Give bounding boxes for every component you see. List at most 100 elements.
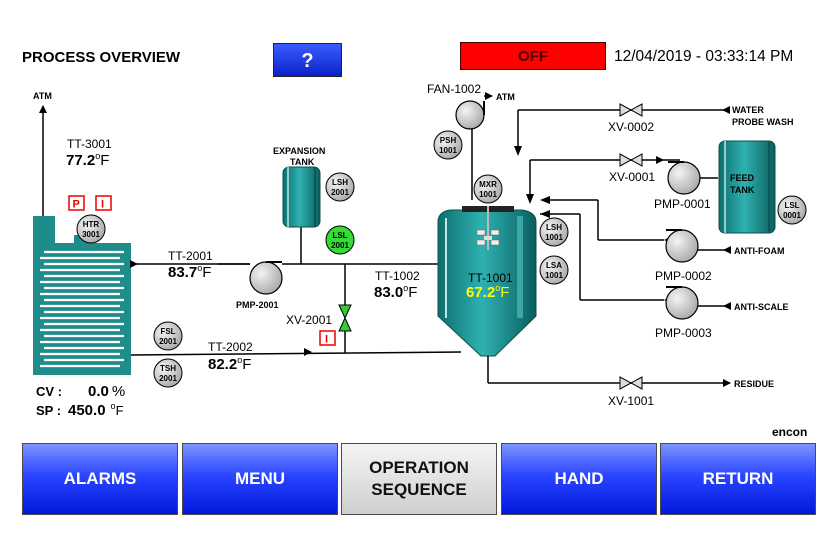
operation-sequence-button-label: OPERATION SEQUENCE [369, 458, 469, 499]
svg-text:2001: 2001 [159, 337, 177, 346]
tt-1001-tag: TT-1001 [468, 271, 513, 285]
xv-1001-valve[interactable] [619, 376, 643, 390]
pid-i-tag[interactable] [95, 195, 112, 211]
brand-logo: encon [772, 425, 808, 439]
heater-tank: ATM TT-3001 77.2oF P I HTR 3001 [33, 91, 183, 419]
probe-wash-label: PROBE WASH [732, 117, 794, 127]
hand-button-label: HAND [554, 469, 604, 488]
xv-2001-interlock-tag[interactable] [319, 330, 336, 346]
lsl-2001-instrument[interactable]: LSL 2001 [325, 225, 355, 255]
tt-3001-value[interactable]: 77.2oF [66, 151, 109, 169]
system-status-indicator[interactable]: OFF [460, 42, 606, 70]
svg-text:PSH: PSH [440, 136, 457, 145]
svg-text:2001: 2001 [331, 241, 349, 250]
xv-0001-label: XV-0001 [609, 170, 655, 184]
tt-1001-value[interactable]: 67.2oF [466, 283, 509, 301]
svg-text:2001: 2001 [331, 188, 349, 197]
page-title: PROCESS OVERVIEW [22, 49, 181, 66]
menu-button[interactable]: MENU [182, 443, 338, 515]
feed-piping [517, 109, 730, 307]
fsl-2001-instrument[interactable]: FSL 2001 [153, 321, 183, 351]
svg-text:1001: 1001 [545, 271, 563, 280]
svg-text:LSH: LSH [332, 178, 348, 187]
pmp-2001-pump[interactable] [249, 261, 283, 295]
svg-text:1001: 1001 [439, 146, 457, 155]
svg-text:0001: 0001 [783, 211, 801, 220]
svg-text:TANK: TANK [290, 157, 315, 167]
fan-1002[interactable] [455, 100, 485, 130]
tt-3001-tag: TT-3001 [67, 137, 112, 151]
anti-scale-label: ANTI-SCALE [734, 302, 789, 312]
process-diagram: ATM TT-3001 77.2oF P I HTR 3001 [33, 82, 807, 419]
mxr-1001-instrument[interactable]: MXR 1001 [473, 174, 503, 204]
return-button-label: RETURN [702, 469, 774, 488]
pmp-0003-label: PMP-0003 [655, 326, 712, 340]
pmp-0002-label: PMP-0002 [655, 269, 712, 283]
svg-text:TSH: TSH [160, 364, 176, 373]
xv-0001-valve[interactable] [619, 153, 643, 167]
svg-text:2001: 2001 [159, 374, 177, 383]
lsh-1001-instrument[interactable]: LSH 1001 [539, 217, 569, 247]
tt-1002-value[interactable]: 83.0oF [374, 283, 417, 301]
svg-text:P: P [73, 199, 80, 211]
svg-text:LSA: LSA [546, 261, 562, 270]
xv-0002-valve[interactable] [619, 103, 643, 117]
xv-2001-label: XV-2001 [286, 313, 332, 327]
lsa-1001-instrument[interactable]: LSA 1001 [539, 255, 569, 285]
residue-label: RESIDUE [734, 379, 774, 389]
sp-label: SP : [36, 403, 61, 418]
svg-text:LSL: LSL [332, 231, 347, 240]
tt-2001-value[interactable]: 83.7oF [168, 263, 211, 281]
tt-2002-tag: TT-2002 [208, 340, 253, 354]
pmp-0003-pump[interactable] [665, 286, 699, 320]
svg-text:FSL: FSL [160, 327, 175, 336]
water-label: WATER [732, 105, 764, 115]
menu-button-label: MENU [234, 469, 286, 488]
pid-p-tag[interactable] [68, 195, 85, 211]
reactor-vessel [437, 206, 537, 357]
svg-text:MXR: MXR [479, 180, 497, 189]
xv-2001-valve[interactable] [338, 304, 352, 332]
fan-1002-label: FAN-1002 [427, 82, 481, 96]
svg-text:3001: 3001 [82, 230, 100, 239]
pmp-2001-label: PMP-2001 [236, 300, 279, 310]
feed-tank: FEED TANK [718, 140, 776, 234]
xv-0002-label: XV-0002 [608, 120, 654, 134]
svg-text:EXPANSION: EXPANSION [273, 146, 325, 156]
expansion-tank: EXPANSION TANK [273, 146, 325, 228]
psh-1001-instrument[interactable]: PSH 1001 [433, 130, 463, 160]
alarms-button[interactable]: ALARMS [22, 443, 178, 515]
svg-text:LSL: LSL [784, 201, 799, 210]
operation-sequence-button[interactable]: OPERATION SEQUENCE [341, 443, 497, 515]
tt-2002-value[interactable]: 82.2oF [208, 355, 251, 373]
pmp-0002-pump[interactable] [665, 229, 699, 263]
reactor-atm-label: ATM [496, 92, 515, 102]
date-time-readout: 12/04/2019 - 03:33:14 PM [614, 48, 794, 65]
lsh-2001-instrument[interactable]: LSH 2001 [325, 172, 355, 202]
tt-1002-tag: TT-1002 [375, 269, 420, 283]
tsh-2001-instrument[interactable]: TSH 2001 [153, 358, 183, 388]
svg-text:I: I [101, 199, 104, 211]
svg-text:1001: 1001 [479, 190, 497, 199]
svg-text:1001: 1001 [545, 233, 563, 242]
lsl-0001-instrument[interactable]: LSL 0001 [777, 195, 807, 225]
alarms-button-label: ALARMS [63, 469, 137, 488]
anti-foam-label: ANTI-FOAM [734, 246, 785, 256]
svg-text:HTR: HTR [83, 220, 100, 229]
loop-piping [130, 226, 462, 356]
hand-button[interactable]: HAND [501, 443, 657, 515]
pmp-0001-pump[interactable] [667, 161, 701, 195]
atm-vent-label: ATM [33, 91, 52, 101]
cv-label: CV : [36, 384, 62, 399]
svg-text:LSH: LSH [546, 223, 562, 232]
cv-value[interactable]: 0.0% [88, 383, 125, 400]
xv-1001-label: XV-1001 [608, 394, 654, 408]
svg-text:FEED: FEED [730, 173, 755, 183]
htr-3001-instrument[interactable]: HTR 3001 [76, 214, 106, 244]
return-button[interactable]: RETURN [660, 443, 816, 515]
pmp-0001-label: PMP-0001 [654, 197, 711, 211]
svg-text:I: I [325, 334, 328, 346]
help-button[interactable]: ? [273, 43, 342, 77]
tt-2001-tag: TT-2001 [168, 249, 213, 263]
